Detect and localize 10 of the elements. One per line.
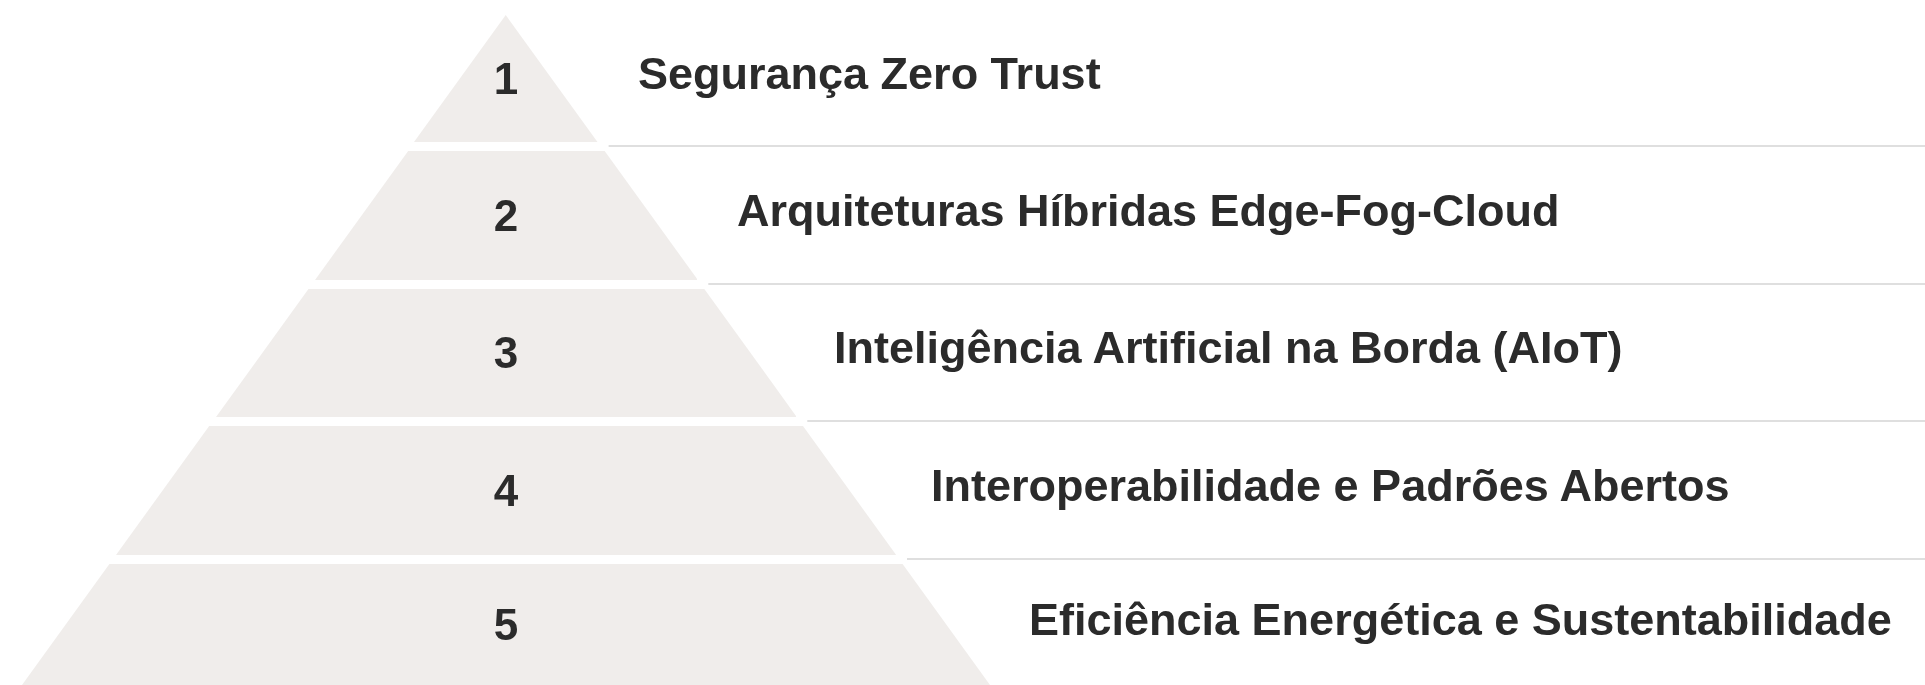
layer-number: 5: [492, 599, 520, 650]
layer-label: Inteligência Artificial na Borda (AIoT): [834, 325, 1623, 370]
layer-label: Segurança Zero Trust: [638, 50, 1101, 96]
layer-label: Eficiência Energética e Sustentabilidade: [1029, 596, 1892, 642]
layer-label: Arquiteturas Híbridas Edge-Fog-Cloud: [737, 187, 1560, 233]
layer-number: 3: [492, 328, 520, 378]
layer-label: Interoperabilidade e Padrões Abertos: [931, 462, 1730, 508]
layer-number: 2: [492, 190, 520, 241]
layer-number: 1: [492, 53, 520, 104]
layer-number: 4: [492, 465, 520, 516]
